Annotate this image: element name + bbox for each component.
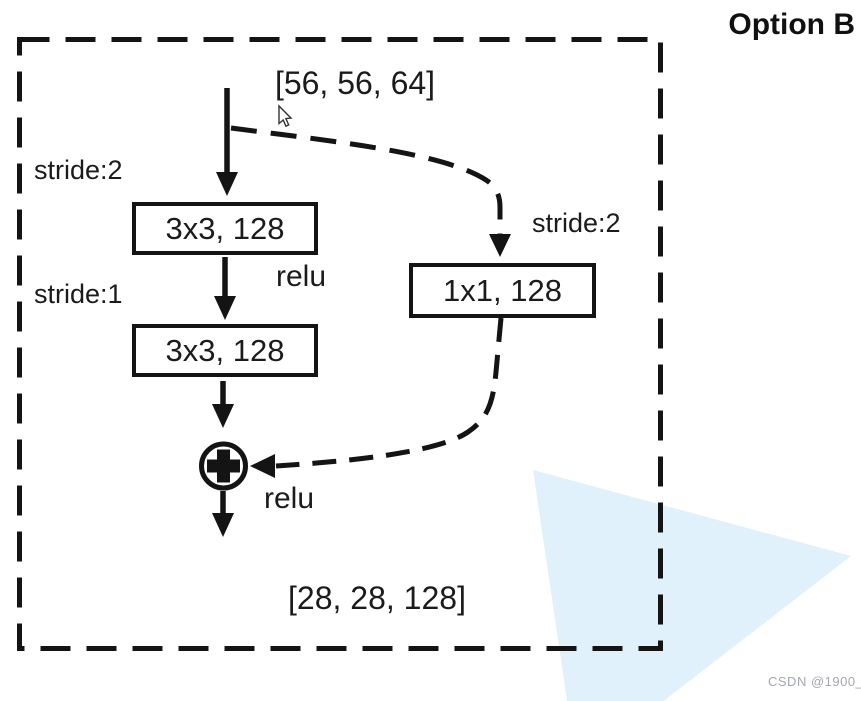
conv1-to-conv2-arrow xyxy=(214,257,236,320)
shortcut-conv-box: 1x1, 128 xyxy=(409,263,596,318)
shortcut-stride-label: stride:2 xyxy=(532,208,621,238)
relu-after-add-label: relu xyxy=(264,482,315,515)
conv2-box: 3x3, 128 xyxy=(132,324,318,377)
add-icon xyxy=(199,441,248,491)
conv2-to-add-arrow xyxy=(212,381,234,428)
conv2-stride-label: stride:1 xyxy=(34,279,123,309)
shortcut-branch-arrow xyxy=(230,125,511,257)
mouse-cursor xyxy=(278,104,293,128)
csdn-watermark: CSDN @1900_ xyxy=(768,674,861,689)
conv1-stride-label: stride:2 xyxy=(34,155,123,185)
triangle-watermark xyxy=(533,470,851,701)
output-dims-label: [28, 28, 128] xyxy=(288,580,466,616)
input-dims-label: [56, 56, 64] xyxy=(274,65,436,101)
add-to-output-arrow xyxy=(212,491,234,537)
relu-after-conv1-label: relu xyxy=(276,260,327,293)
shortcut-return-arrow xyxy=(250,317,504,478)
dashed-container-border xyxy=(17,37,663,651)
input-arrow xyxy=(216,88,238,196)
page-title: Option B xyxy=(728,8,855,41)
conv1-box: 3x3, 128 xyxy=(132,202,318,255)
